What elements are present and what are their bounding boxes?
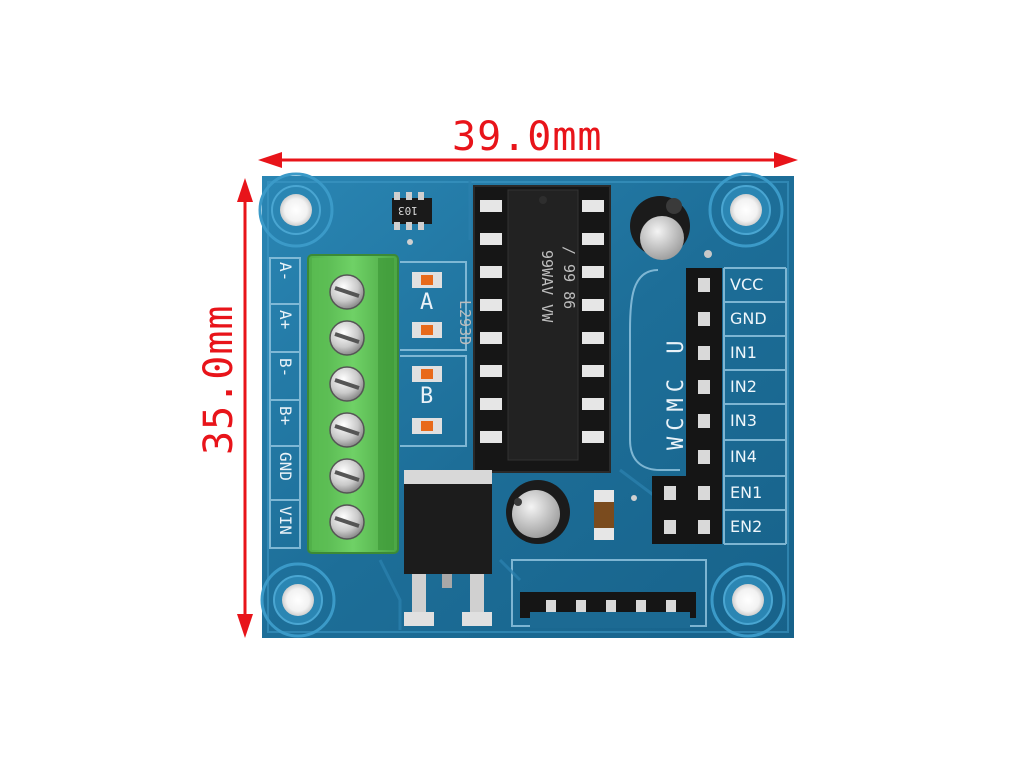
brand-vertical-text: WCMC U	[664, 334, 689, 450]
resistor-marking: 103	[398, 204, 418, 217]
terminal-label-a-minus: A-	[276, 262, 295, 282]
terminal-label-vin: VIN	[276, 506, 295, 535]
terminal-label-gnd: GND	[276, 452, 295, 481]
terminal-label-b-plus: B+	[276, 406, 295, 426]
ic-socket	[473, 185, 611, 473]
chip-text-line3: / 99 86	[560, 246, 578, 310]
mounting-holes	[258, 172, 786, 638]
terminal-screws	[329, 274, 365, 540]
pin-label-in4: IN4	[730, 447, 757, 466]
pin-label-gnd: GND	[730, 309, 767, 328]
pin-label-in2: IN2	[730, 377, 757, 396]
terminal-label-a-plus: A+	[276, 310, 295, 330]
pin-label-in3: IN3	[730, 411, 757, 430]
smd-capacitor	[594, 490, 637, 540]
terminal-label-b-minus: B-	[276, 358, 295, 378]
pin-label-vcc: VCC	[730, 275, 764, 294]
height-dimension-arrow	[237, 178, 253, 638]
led-label-b: B	[420, 384, 434, 409]
leds	[412, 272, 442, 434]
chip-text-line2: 99WAV VW	[538, 250, 556, 323]
pin-label-en2: EN2	[730, 517, 763, 536]
led-label-a: A	[420, 290, 434, 315]
pin-header-bottom	[520, 592, 696, 628]
capacitor-top	[630, 196, 712, 260]
capacitor-bottom	[506, 480, 570, 544]
chip-text-line1: L293D	[456, 300, 474, 346]
pin-header-right	[652, 268, 722, 544]
screw-terminal-block	[307, 254, 399, 554]
height-dimension-label: 35.0mm	[196, 304, 242, 456]
pin-label-en1: EN1	[730, 483, 763, 502]
voltage-regulator	[404, 470, 492, 626]
width-dimension-arrow	[258, 152, 798, 168]
smd-resistor	[392, 192, 432, 245]
width-dimension-label: 39.0mm	[452, 114, 603, 160]
pin-label-in1: IN1	[730, 343, 757, 362]
